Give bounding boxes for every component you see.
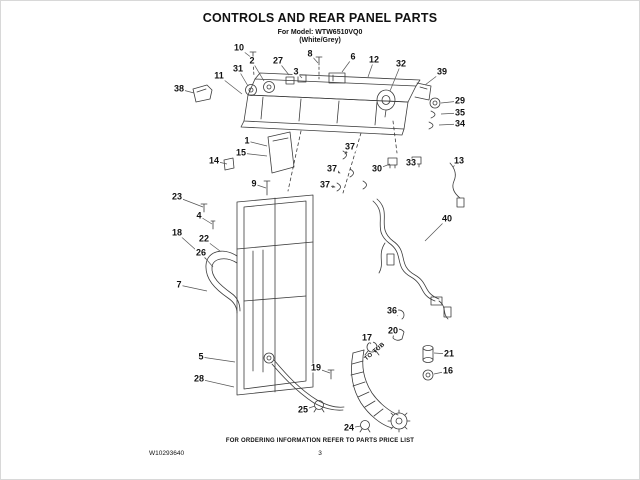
part-callout-7: 7 xyxy=(175,279,183,290)
part-callout-1: 1 xyxy=(243,135,251,146)
part-callout-35: 35 xyxy=(453,107,467,118)
push-button-2 xyxy=(297,74,307,83)
screw-23 xyxy=(200,203,208,213)
part-callout-39: 39 xyxy=(435,66,449,77)
part-callout-30: 30 xyxy=(370,163,384,174)
part-callout-8: 8 xyxy=(306,48,314,59)
push-button-1 xyxy=(285,76,295,85)
harness-clip-3 xyxy=(336,182,341,192)
part-callout-14: 14 xyxy=(207,155,221,166)
page-title: CONTROLS AND REAR PANEL PARTS xyxy=(202,11,438,25)
page-header: CONTROLS AND REAR PANEL PARTS For Model:… xyxy=(1,11,639,46)
part-callout-40: 40 xyxy=(440,213,454,224)
part-callout-12: 12 xyxy=(367,54,381,65)
part-callout-21: 21 xyxy=(442,348,456,359)
hose-clamp-end xyxy=(359,420,371,433)
doc-number: W10293640 xyxy=(149,450,185,457)
part-callout-32: 32 xyxy=(394,58,408,69)
mounting-bracket-left xyxy=(192,84,213,103)
part-callout-10: 10 xyxy=(232,42,246,53)
drain-hose xyxy=(350,349,411,433)
part-callout-34: 34 xyxy=(453,118,467,129)
harness-clip-2 xyxy=(349,168,354,178)
part-callout-33: 33 xyxy=(404,157,418,168)
part-callout-2: 2 xyxy=(248,55,256,66)
part-callout-37: 37 xyxy=(318,179,332,190)
screw-19 xyxy=(327,369,335,380)
part-callout-37: 37 xyxy=(343,141,357,152)
part-callout-13: 13 xyxy=(452,155,466,166)
part-callout-23: 23 xyxy=(170,191,184,202)
part-callout-37: 37 xyxy=(325,163,339,174)
part-callout-17: 17 xyxy=(360,332,374,343)
panel-screw xyxy=(263,180,271,196)
timer-assembly xyxy=(376,89,396,118)
part-callout-25: 25 xyxy=(296,404,310,415)
control-knob-left xyxy=(245,84,257,96)
part-callout-24: 24 xyxy=(342,422,356,433)
part-callout-31: 31 xyxy=(231,63,245,74)
part-callout-38: 38 xyxy=(172,83,186,94)
harness-clip-4 xyxy=(362,180,367,190)
alignment-lines xyxy=(287,120,398,194)
rear-panel xyxy=(236,194,314,396)
micro-switch-1 xyxy=(387,157,398,169)
page-number: 3 xyxy=(318,450,322,457)
part-callout-29: 29 xyxy=(453,95,467,106)
color-line: (White/Grey) xyxy=(299,37,341,45)
part-callout-15: 15 xyxy=(234,147,248,158)
part-callout-26: 26 xyxy=(194,247,208,258)
console-screw-2 xyxy=(315,56,323,80)
part-callout-3: 3 xyxy=(292,66,300,77)
console-endcap xyxy=(267,131,295,174)
knob-stack-right xyxy=(428,97,441,130)
part-callout-9: 9 xyxy=(250,178,258,189)
part-callout-5: 5 xyxy=(197,351,205,362)
part-callout-11: 11 xyxy=(213,70,225,81)
harness-clip-1 xyxy=(342,150,347,160)
part-callout-18: 18 xyxy=(170,227,184,238)
part-callout-20: 20 xyxy=(386,325,400,336)
control-knob-right xyxy=(263,81,275,93)
model-line: For Model: WTW6510VQ0 xyxy=(277,28,363,36)
capacitor xyxy=(422,345,434,363)
wire-harness xyxy=(372,198,452,320)
hose-clamp-lower xyxy=(313,400,325,413)
part-callout-4: 4 xyxy=(195,210,203,221)
part-callout-16: 16 xyxy=(441,365,455,376)
part-callout-19: 19 xyxy=(309,362,323,373)
part-callout-36: 36 xyxy=(385,305,399,316)
part-callout-6: 6 xyxy=(349,51,357,62)
clip-bracket xyxy=(223,157,235,171)
pressure-hose xyxy=(271,359,345,411)
part-callout-28: 28 xyxy=(192,373,206,384)
part-callout-27: 27 xyxy=(271,55,285,66)
left-hose xyxy=(205,250,241,314)
footer-note: FOR ORDERING INFORMATION REFER TO PARTS … xyxy=(225,438,415,444)
part-callout-22: 22 xyxy=(197,233,211,244)
pin-4 xyxy=(210,220,216,230)
mounting-bracket-right xyxy=(414,82,432,101)
selector-switch xyxy=(328,72,346,84)
wire-lead xyxy=(449,162,465,208)
grommet xyxy=(422,369,434,381)
